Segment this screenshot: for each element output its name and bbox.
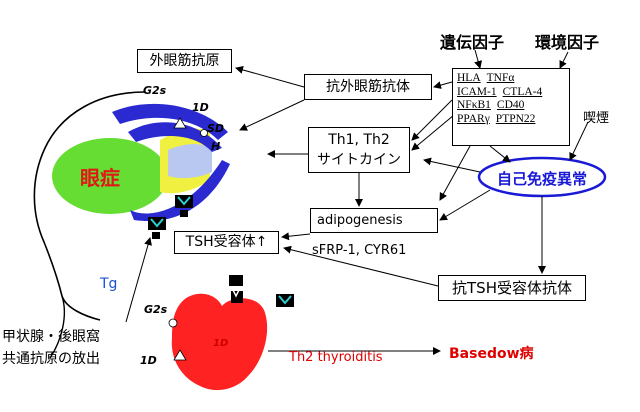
antigen-release-line1: 甲状腺・後眼窩 [2, 329, 100, 345]
muscle-bottom-blue [130, 160, 230, 222]
triangle-marker-thyroid [173, 349, 187, 361]
arrow-antibody-to-muscle [239, 99, 305, 131]
tg-label: Tg [100, 276, 118, 292]
cytokine-line2: サイトカイン [317, 152, 401, 168]
thyroid-1d-label: 1D [140, 354, 157, 367]
circle-marker-eye [200, 129, 208, 137]
arrow-genes-to-antibody [433, 81, 453, 89]
receptor-stem-1 [180, 210, 188, 217]
arrow-genes-to-th [411, 99, 453, 141]
muscle-lightblue [168, 144, 212, 179]
muscle-top-blue [112, 103, 228, 140]
cytokine-box: Th1, Th2 サイトカイン [308, 127, 410, 173]
sfrp-label: sFRP-1, CYR61 [312, 243, 407, 258]
environmental-factor-label: 環境因子 [535, 33, 600, 52]
thyroid-gland [171, 293, 268, 391]
smoking-label: 喫煙 [583, 111, 610, 126]
eye-g2s-label: G2s [143, 84, 167, 97]
receptor-marker-2 [148, 217, 166, 230]
receptor-marker-thyroid [229, 275, 243, 303]
arrow-tg-up [125, 237, 152, 323]
thyroid-inner-1d-label: 1D [213, 338, 229, 349]
arrow-genes-to-autoimmune [489, 145, 511, 163]
orbital-antigen-box: 外眼筋抗原 [137, 49, 232, 73]
circle-marker-thyroid [168, 318, 178, 328]
arrow-adipo-to-tshr [281, 232, 311, 241]
arrow-autoimmune-to-adipo [439, 189, 491, 221]
antigen-release-label: 甲状腺・後眼窩 共通抗原の放出 [2, 326, 100, 370]
eye-globe [52, 138, 168, 214]
receptor-stem-2 [152, 232, 160, 239]
antigen-release-line2: 共通抗原の放出 [2, 351, 100, 367]
arrow-antibody-to-antigen [235, 66, 305, 88]
arrow-autoimmune-to-th [423, 157, 481, 173]
eye-sd-label: SD [207, 122, 225, 135]
anti-tsh-receptor-antibody-box: 抗TSH受容体抗体 [438, 275, 586, 301]
arrow-genes-to-adipo [439, 145, 471, 201]
arrow-iden-to-genebox [474, 49, 482, 69]
anti-orbital-antibody-box: 抗外眼筋抗体 [304, 74, 432, 100]
ophthalmopathy-label: 眼症 [80, 166, 120, 190]
head-outline [33, 91, 146, 321]
muscle-mid-blue [128, 122, 222, 152]
autoimmune-label: 自己免疫異常 [496, 170, 587, 188]
cytokine-line1: Th1, Th2 [328, 132, 390, 148]
arrow-kotshr-to-tshr [283, 245, 439, 287]
th2-thyroiditis-label: Th2 thyroiditis [289, 350, 383, 365]
tsh-receptor-box: TSH受容体↑ [174, 231, 279, 254]
genetic-factor-label: 遺伝因子 [440, 33, 505, 52]
eye-h-label: H [211, 140, 221, 153]
eye-1d-label: 1D [192, 101, 209, 114]
arrow-env-to-genebox [559, 51, 569, 69]
receptor-marker-1 [175, 195, 193, 208]
adipogenesis-box: adipogenesis [310, 208, 438, 233]
basedow-label: Basedow病 [449, 346, 534, 362]
head-back-line [49, 295, 65, 359]
receptor-marker-free [276, 294, 294, 307]
arrow-smoke-to-autoimmune [569, 121, 589, 161]
triangle-marker-eye [173, 117, 187, 129]
thyroid-g2s-label: G2s [144, 303, 168, 316]
